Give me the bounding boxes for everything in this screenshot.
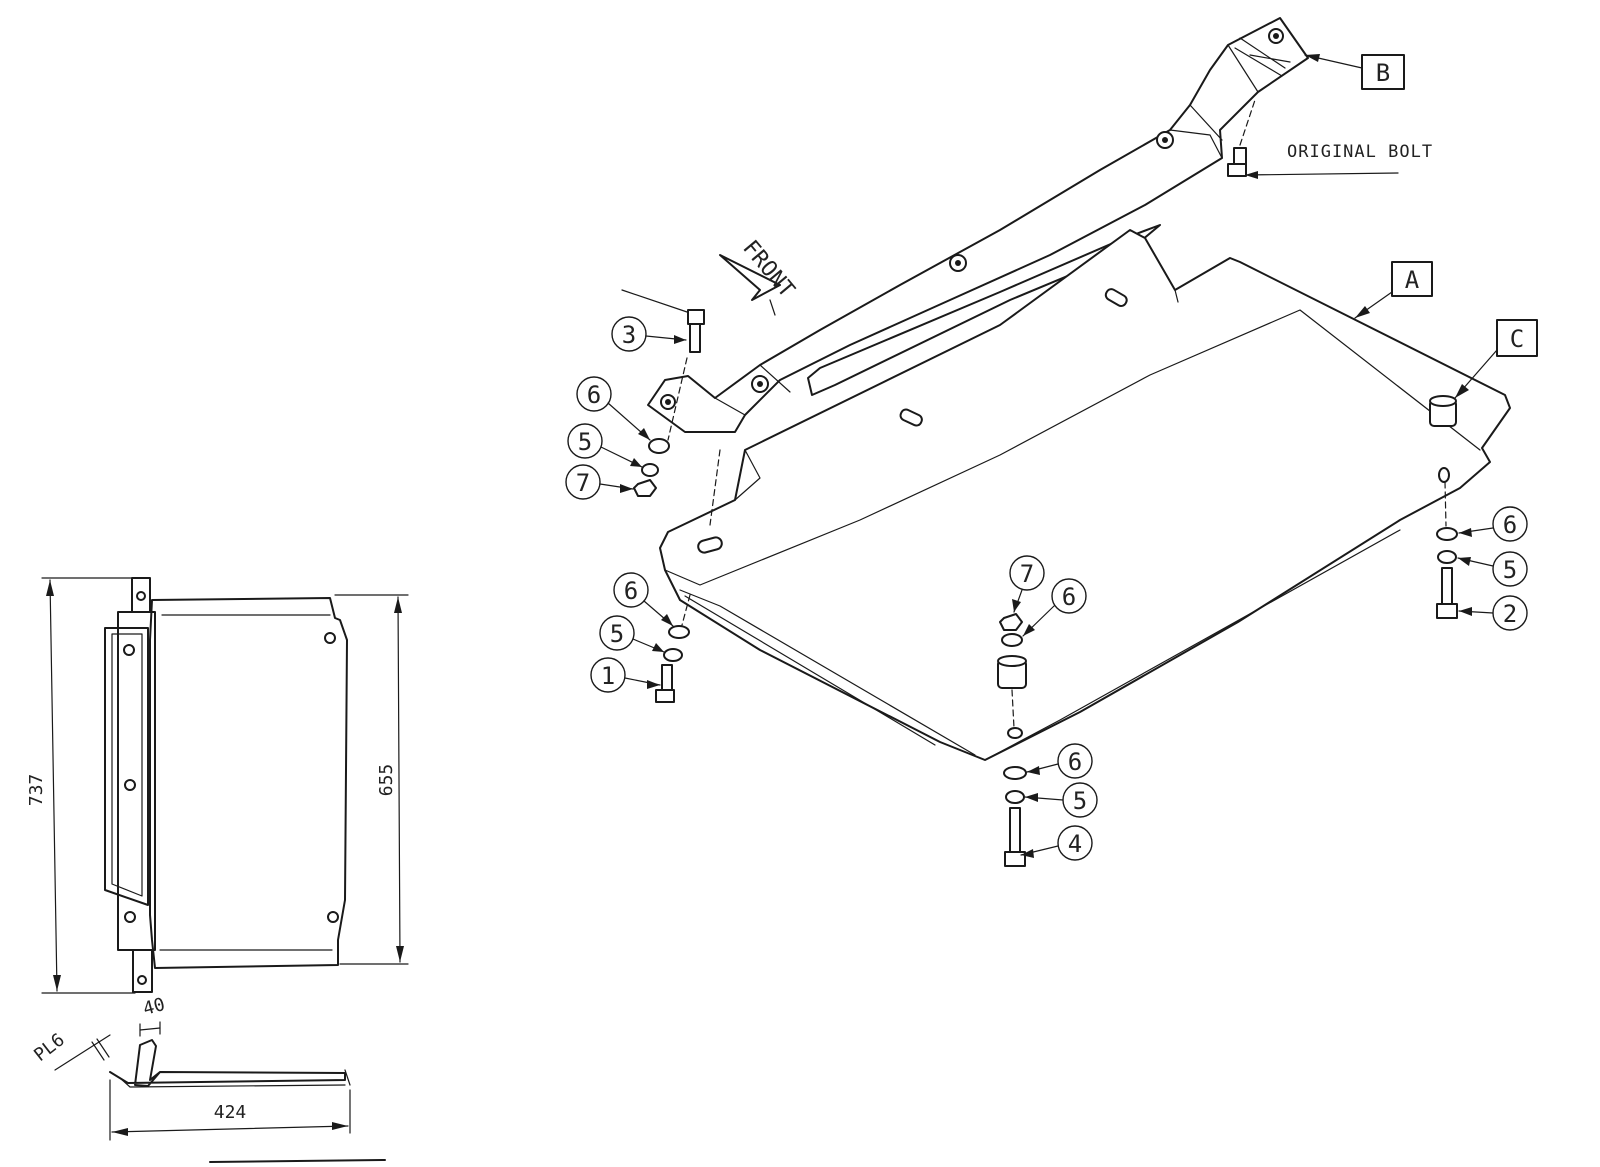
top-view-tab-top [131,577,151,613]
bolt-2-icon [1436,567,1458,619]
callout-5-right: 5 [1503,556,1517,584]
callout-6-right: 6 [1503,511,1517,539]
callout-6-left: 6 [587,381,601,409]
callout-7-left: 7 [576,469,590,497]
washer-5-bottom [1005,790,1025,804]
callout-7-mid: 7 [1020,560,1034,588]
spacer-sleeve-mid [997,655,1027,689]
nut-7-left [633,479,657,497]
callout-4: 4 [1068,830,1082,858]
dim-plate-thickness: PL6 [30,1029,69,1066]
callout-2: 2 [1503,600,1517,628]
washer-5-lower [663,648,683,662]
dim-height-outer: 737 [26,774,47,807]
washer-5-left [641,463,659,477]
side-view-plate [109,1039,346,1087]
callout-5-lower: 5 [610,620,624,648]
callout-5-left: 5 [578,428,592,456]
callout-3: 3 [622,321,636,349]
dim-flange: 40 [141,994,167,1020]
skid-plate [659,229,1511,761]
callout-6-bottom: 6 [1068,748,1082,776]
top-view-plate [149,597,348,969]
isometric-view: FRONT ORIGINAL BOLT B A C [565,17,1538,867]
washer-6-mid [1001,633,1023,647]
label-box-c-text: C [1510,325,1524,353]
top-view-crossmember [104,627,149,906]
nut-7-mid [999,613,1023,631]
dim-width: 424 [214,1102,247,1123]
original-bolt-icon [1227,147,1247,177]
washer-6-right [1436,527,1458,541]
top-view-fold [159,614,333,951]
callout-1: 1 [601,662,615,690]
label-box-a-text: A [1405,266,1420,294]
front-arrow-icon [719,254,781,301]
top-view-tab-bottom [132,949,153,993]
callout-6-mid: 6 [1062,583,1076,611]
bolt-4-icon [1004,807,1026,867]
label-box-c [1496,319,1538,357]
side-view: 40 PL6 424 [30,994,386,1163]
label-box-b [1361,54,1405,90]
washer-5-right [1437,550,1457,564]
washer-6-lower [668,625,690,639]
callout-6-lower: 6 [624,577,638,605]
dim-height-inner: 655 [376,764,397,797]
spacer-sleeve-right [1429,395,1457,427]
callout-5-bottom: 5 [1073,787,1087,815]
label-box-b-text: B [1376,59,1390,87]
label-box-a [1391,261,1433,297]
bolt-3-icon [687,309,705,353]
washer-6-bottom [1003,766,1027,780]
washer-6-left [648,438,670,454]
original-bolt-label: ORIGINAL BOLT [1287,142,1433,162]
bolt-1-icon [655,664,675,703]
top-view: 737 655 [26,577,409,994]
